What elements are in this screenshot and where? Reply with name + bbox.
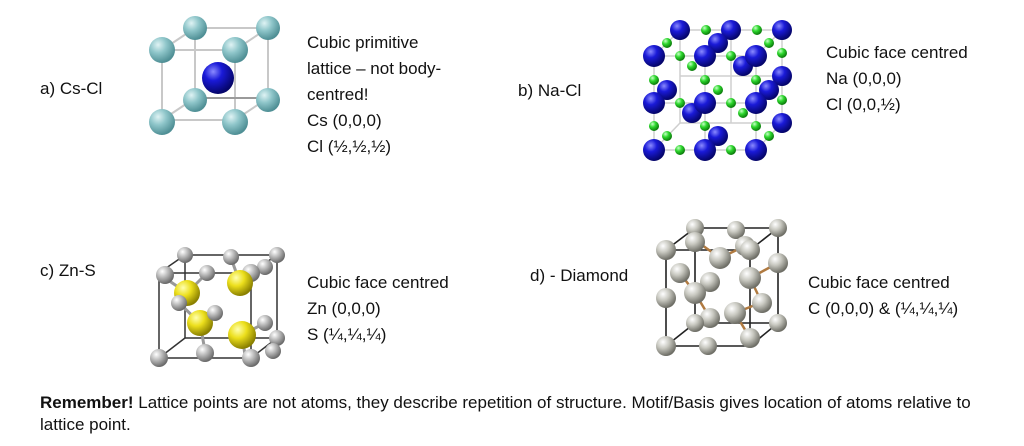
cscl-line-1: Cubic primitive [307, 33, 419, 52]
label-zns: c) Zn-S [40, 261, 96, 280]
diamond-line-2: C (0,0,0) & (¼,¼,¼) [808, 299, 959, 318]
cl-center-atom [202, 62, 234, 94]
diamond-unit-cell [656, 219, 788, 356]
zns-line-3: S (¼,¼,¼) [307, 325, 387, 344]
nacl-unit-cell [643, 20, 792, 161]
remember-note: Remember! Lattice points are not atoms, … [40, 392, 1000, 436]
remember-text: Lattice points are not atoms, they descr… [40, 393, 971, 434]
nacl-description: Cubic face centred Na (0,0,0) Cl (0,0,½) [826, 40, 968, 118]
zns-unit-cell [150, 247, 285, 367]
cscl-unit-cell [149, 16, 280, 135]
cscl-line-3: centred! [307, 85, 369, 104]
cscl-line-4: Cs (0,0,0) [307, 111, 382, 130]
zns-line-1: Cubic face centred [307, 273, 449, 292]
label-diamond: d) - Diamond [530, 266, 629, 285]
label-cscl: a) Cs-Cl [40, 79, 103, 98]
zns-line-2: Zn (0,0,0) [307, 299, 381, 318]
label-nacl: b) Na-Cl [518, 81, 582, 100]
nacl-line-2: Na (0,0,0) [826, 69, 902, 88]
nacl-line-3: Cl (0,0,½) [826, 95, 901, 114]
cscl-line-5: Cl (½,½,½) [307, 137, 392, 156]
nacl-line-1: Cubic face centred [826, 43, 968, 62]
cscl-line-2: lattice – not body- [307, 59, 442, 78]
diamond-line-1: Cubic face centred [808, 273, 950, 292]
zns-description: Cubic face centred Zn (0,0,0) S (¼,¼,¼) [307, 270, 449, 348]
remember-emphasis: Remember! [40, 393, 134, 412]
cscl-description: Cubic primitive lattice – not body- cent… [307, 30, 441, 160]
diamond-description: Cubic face centred C (0,0,0) & (¼,¼,¼) [808, 270, 958, 322]
